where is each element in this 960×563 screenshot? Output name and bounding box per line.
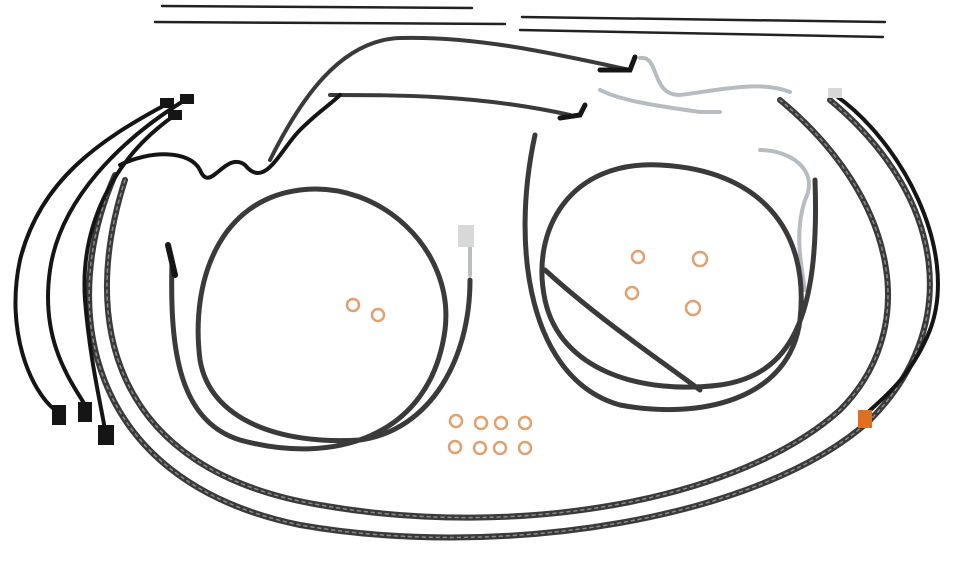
cable-ties <box>153 4 887 39</box>
chrome-lines <box>468 55 811 292</box>
upper-brake-lines <box>118 35 638 180</box>
connectors <box>52 88 872 445</box>
wiring-harnesses <box>13 98 187 432</box>
outer-braided-lines <box>86 93 940 541</box>
right-coiled-line <box>522 132 819 413</box>
crush-washers <box>345 249 709 456</box>
left-coiled-line <box>165 186 473 452</box>
